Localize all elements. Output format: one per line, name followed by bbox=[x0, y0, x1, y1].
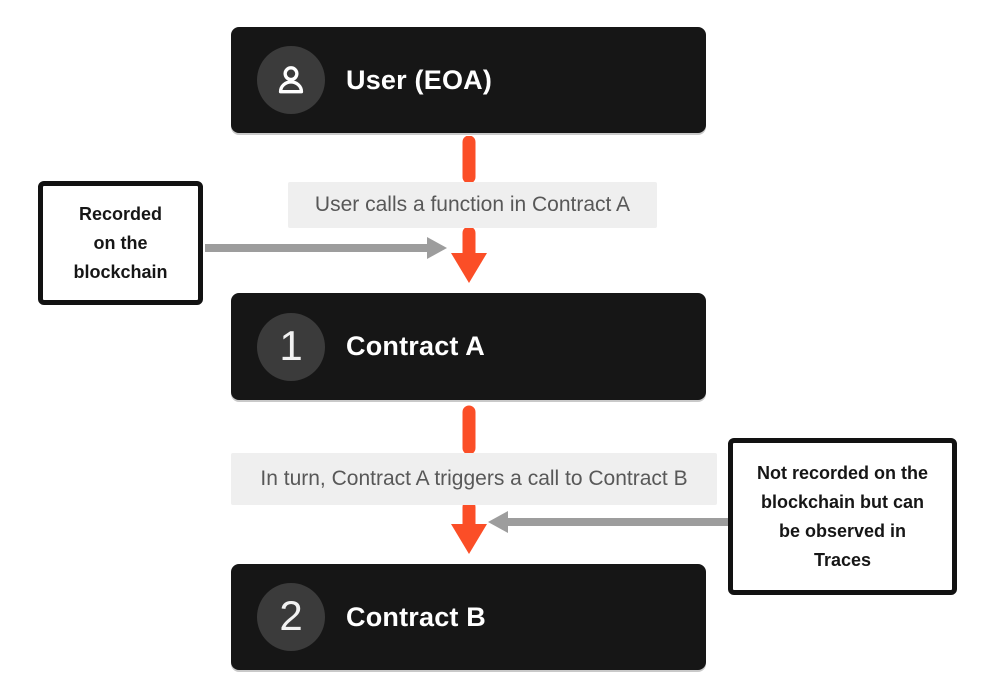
step-number: 1 bbox=[279, 321, 303, 369]
flow-label-user-call: User calls a function in Contract A bbox=[288, 182, 657, 228]
flow-arrow-contract-a-to-contract-b-icon bbox=[451, 405, 487, 554]
flow-label-contract-call: In turn, Contract A triggers a call to C… bbox=[231, 453, 717, 505]
note-not-recorded-traces: Not recorded on the blockchain but can b… bbox=[728, 438, 957, 595]
note-line: on the bbox=[93, 232, 148, 253]
note-line: Traces bbox=[813, 549, 872, 570]
node-user-eoa: User (EOA) bbox=[231, 27, 706, 133]
flow-arrow-user-to-contract-a-icon bbox=[451, 136, 487, 283]
user-avatar bbox=[257, 46, 325, 114]
node-title: Contract A bbox=[346, 331, 486, 361]
node-title: User (EOA) bbox=[346, 64, 493, 95]
node-contract-b: 2 Contract B bbox=[231, 564, 706, 670]
recorded-note-pointer-arrow-icon bbox=[205, 237, 447, 259]
node-contract-a: 1 Contract A bbox=[231, 293, 706, 400]
step-number-badge: 2 bbox=[257, 583, 325, 651]
note-recorded-on-blockchain: Recorded on the blockchain bbox=[38, 181, 203, 305]
step-number: 2 bbox=[279, 592, 303, 639]
note-line: be observed in bbox=[778, 520, 907, 541]
step-number-badge: 1 bbox=[257, 312, 325, 381]
person-icon bbox=[278, 66, 304, 94]
note-line: blockchain bbox=[73, 261, 168, 282]
note-line: Not recorded on the bbox=[756, 462, 928, 483]
not-recorded-note-pointer-arrow-icon bbox=[488, 511, 728, 533]
note-line: blockchain but can bbox=[760, 491, 925, 512]
node-title: Contract B bbox=[346, 601, 487, 632]
note-line: Recorded bbox=[78, 203, 163, 224]
